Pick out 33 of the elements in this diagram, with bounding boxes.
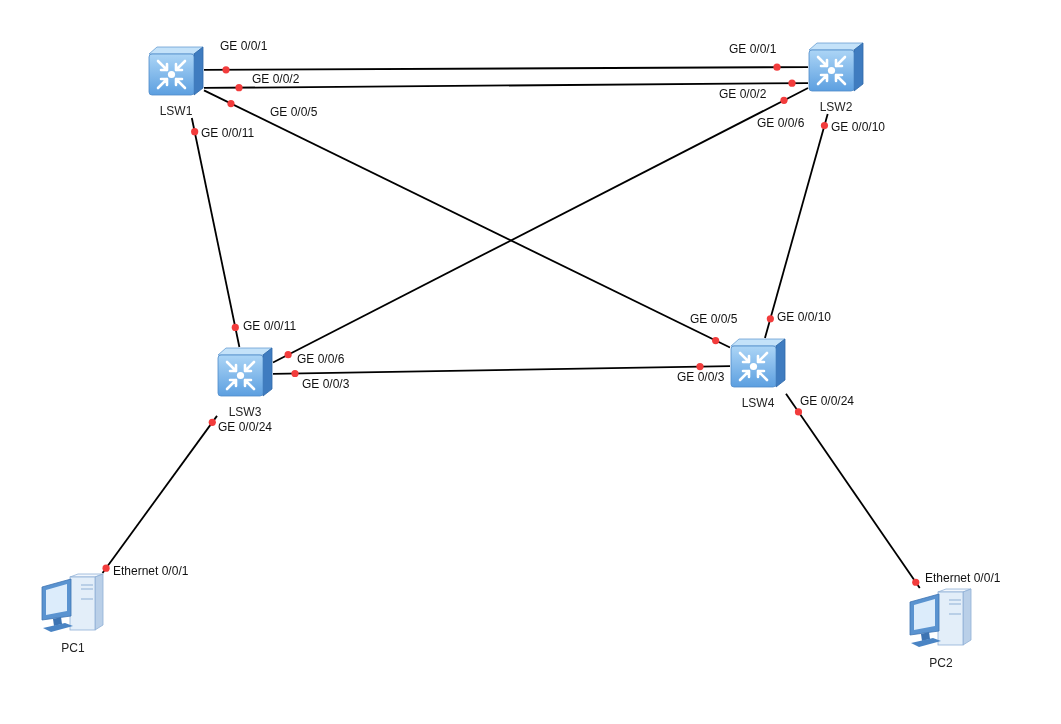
port-label: GE 0/0/5	[690, 313, 738, 326]
port-label: GE 0/0/11	[201, 127, 255, 140]
port-label: GE 0/0/2	[719, 88, 767, 101]
port-label: GE 0/0/1	[729, 43, 777, 56]
connection-line	[272, 365, 731, 375]
port-label: GE 0/0/5	[270, 106, 318, 119]
connection-line	[764, 113, 829, 339]
port-label: Ethernet 0/0/1	[113, 565, 189, 578]
port-label: GE 0/0/24	[800, 395, 855, 408]
node-label: LSW4	[741, 396, 775, 410]
connection-line	[101, 414, 218, 574]
connection-line	[190, 117, 241, 348]
connection-line	[203, 82, 809, 89]
node-label: LSW2	[819, 100, 853, 114]
port-label: GE 0/0/10	[831, 121, 886, 134]
port-label: GE 0/0/3	[677, 371, 725, 384]
port-label: GE 0/0/24	[218, 421, 273, 434]
connection-line	[203, 89, 731, 349]
port-label: GE 0/0/11	[243, 320, 297, 333]
connection-line	[272, 87, 809, 364]
port-label: GE 0/0/1	[220, 40, 268, 53]
node-label: PC2	[929, 656, 953, 670]
node-label: LSW1	[159, 104, 193, 118]
port-label: Ethernet 0/0/1	[925, 572, 1001, 585]
port-label: GE 0/0/10	[777, 311, 832, 324]
node-label: LSW3	[228, 405, 262, 419]
port-label: GE 0/0/2	[252, 73, 300, 86]
port-label: GE 0/0/6	[757, 117, 805, 130]
node-label: PC1	[61, 641, 85, 655]
connection-line	[785, 392, 921, 589]
port-label: GE 0/0/3	[302, 378, 350, 391]
connection-line	[203, 66, 809, 71]
port-label: GE 0/0/6	[297, 353, 345, 366]
